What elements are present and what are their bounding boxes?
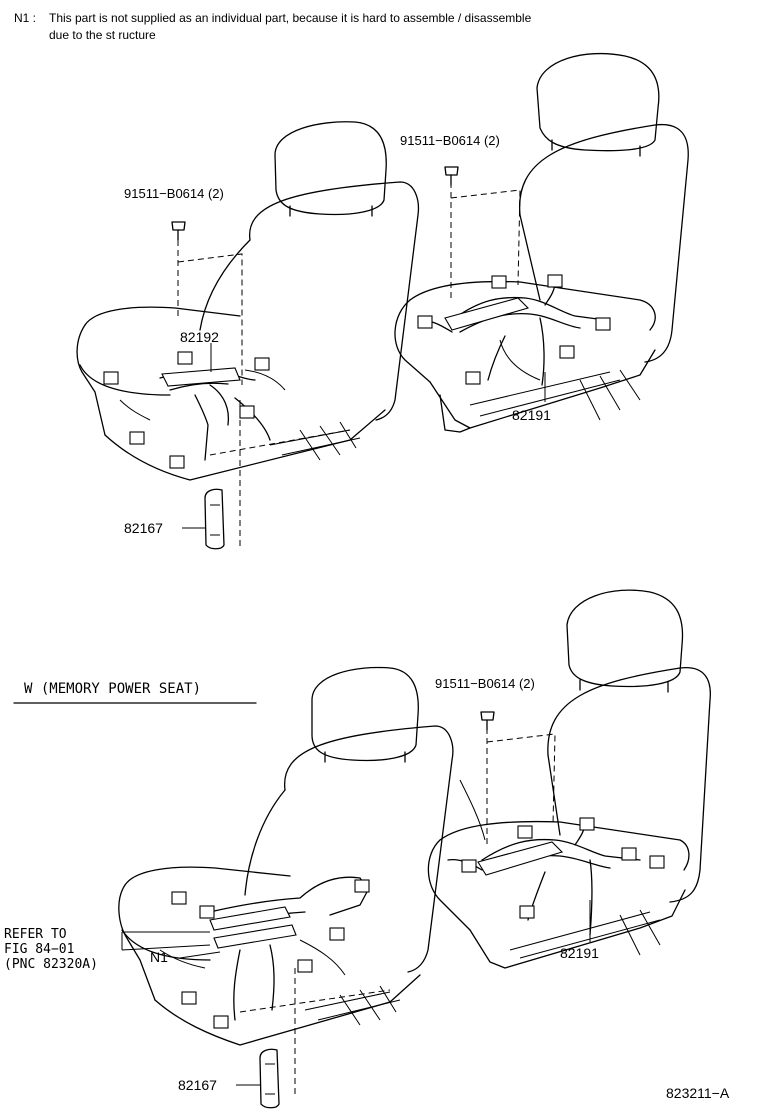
refer-fig-label: FIG 84−01 <box>4 942 74 957</box>
top-bolt-right-label: 91511−B0614 (2) <box>400 133 500 148</box>
bottom-bolt-icon <box>480 711 495 731</box>
n1-label: N1 <box>150 949 168 965</box>
bottom-bolt-label: 91511−B0614 (2) <box>435 676 535 691</box>
top-part-82167-label: 82167 <box>124 520 163 536</box>
note-line-1: This part is not supplied as an individu… <box>49 11 532 25</box>
variant-heading: W (MEMORY POWER SEAT) <box>24 681 201 697</box>
top-left-bolt-icon <box>171 221 186 241</box>
top-seat-illustration <box>76 52 689 550</box>
bottom-right-seat <box>427 589 711 969</box>
refer-pnc-label: (PNC 82320A) <box>4 957 98 972</box>
figure-code: 823211−A <box>666 1085 730 1101</box>
top-right-seat <box>394 52 689 433</box>
top-bolt-left-label: 91511−B0614 (2) <box>124 186 224 201</box>
top-right-bolt-icon <box>444 166 459 186</box>
top-part-82192-label: 82192 <box>180 329 219 345</box>
bottom-left-seat <box>118 666 454 1046</box>
note-line-2: due to the st ructure <box>49 28 156 42</box>
note-label: N1 : <box>14 11 36 25</box>
top-part-82191-label: 82191 <box>512 407 551 423</box>
bottom-part-82191-label: 82191 <box>560 945 599 961</box>
bottom-part-82167-label: 82167 <box>178 1077 217 1093</box>
bottom-seat-illustration <box>118 589 711 1109</box>
refer-to-label: REFER TO <box>4 927 67 942</box>
top-left-seat <box>76 121 420 481</box>
